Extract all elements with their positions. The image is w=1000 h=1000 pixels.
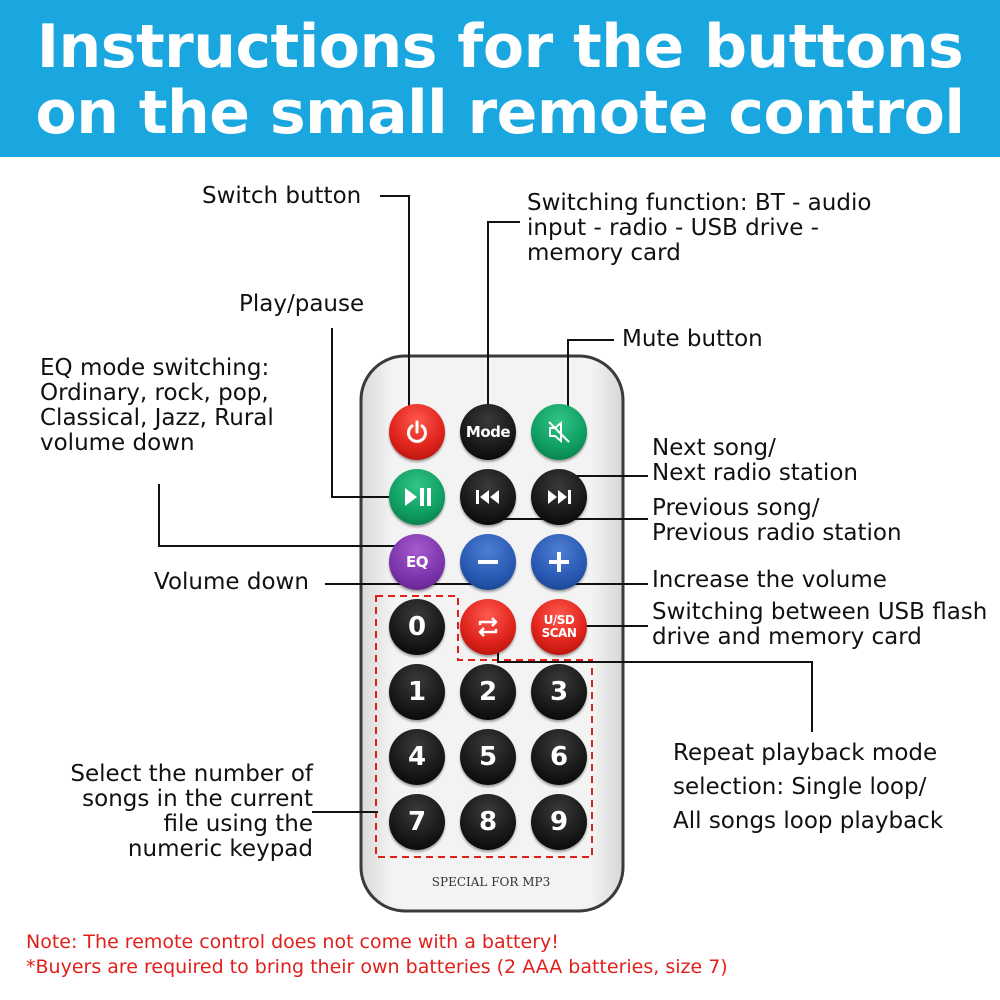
title-banner: Instructions for the buttons on the smal… [0,0,1000,157]
digit-8-button[interactable]: 8 [460,794,516,850]
digit-0-button[interactable]: 0 [389,599,445,655]
leader-mode [487,221,520,424]
previous-button[interactable] [460,469,516,525]
leader-play-pause [331,328,400,498]
eq-button[interactable]: EQ [389,534,445,590]
speaker-mute-icon [548,420,570,444]
minus-icon [478,560,498,564]
remote-footer-text: SPECIAL FOR MP3 [431,875,551,889]
label-eq-mode: EQ mode switching: Ordinary, rock, pop, … [40,355,274,456]
leader-switch [380,195,410,426]
power-icon [407,420,427,443]
battery-requirement-note: *Buyers are required to bring their own … [26,956,728,978]
plus-icon [549,552,569,572]
power-button[interactable] [389,404,445,460]
digit-2-button[interactable]: 2 [460,664,516,720]
title-line-2: on the small remote control [35,78,965,148]
mode-button[interactable]: Mode [460,404,516,460]
label-volume-down: Volume down [154,569,309,595]
repeat-button[interactable] [460,599,516,655]
mute-button[interactable] [531,404,587,460]
play-pause-icon [405,488,431,506]
numeric-keypad-highlight [375,595,593,858]
label-numeric-keypad: Select the number of songs in the curren… [70,761,313,862]
digit-1-button[interactable]: 1 [389,664,445,720]
label-usb-sd-switch: Switching between USB flash drive and me… [652,599,988,650]
digit-5-button[interactable]: 5 [460,729,516,785]
skip-next-icon [548,490,571,504]
title-line-1: Instructions for the buttons [36,12,964,82]
digit-3-button[interactable]: 3 [531,664,587,720]
digit-7-button[interactable]: 7 [389,794,445,850]
label-next-song: Next song/ Next radio station [652,435,858,486]
repeat-icon [478,617,498,637]
volume-down-button[interactable] [460,534,516,590]
volume-up-button[interactable] [531,534,587,590]
label-mode-function: Switching function: BT - audio input - r… [527,190,872,266]
label-previous-song: Previous song/ Previous radio station [652,495,902,546]
scan-label: SCAN [541,626,577,640]
label-repeat-mode: Repeat playback mode selection: Single l… [673,740,944,834]
digit-6-button[interactable]: 6 [531,729,587,785]
play-pause-button[interactable] [389,469,445,525]
usb-sd-scan-button[interactable]: U/SD SCAN [531,599,587,655]
digit-4-button[interactable]: 4 [389,729,445,785]
next-button[interactable] [531,469,587,525]
label-volume-up: Increase the volume [652,567,887,593]
leader-mute [567,339,614,414]
label-switch-button: Switch button [202,183,362,209]
usb-sd-label: U/SD [543,613,575,627]
leader-lines [158,195,813,813]
battery-note: Note: The remote control does not come w… [26,931,559,953]
leader-eq [158,484,415,547]
label-play-pause: Play/pause [239,291,365,317]
label-mute-button: Mute button [622,326,763,352]
skip-previous-icon [476,490,499,504]
digit-9-button[interactable]: 9 [531,794,587,850]
